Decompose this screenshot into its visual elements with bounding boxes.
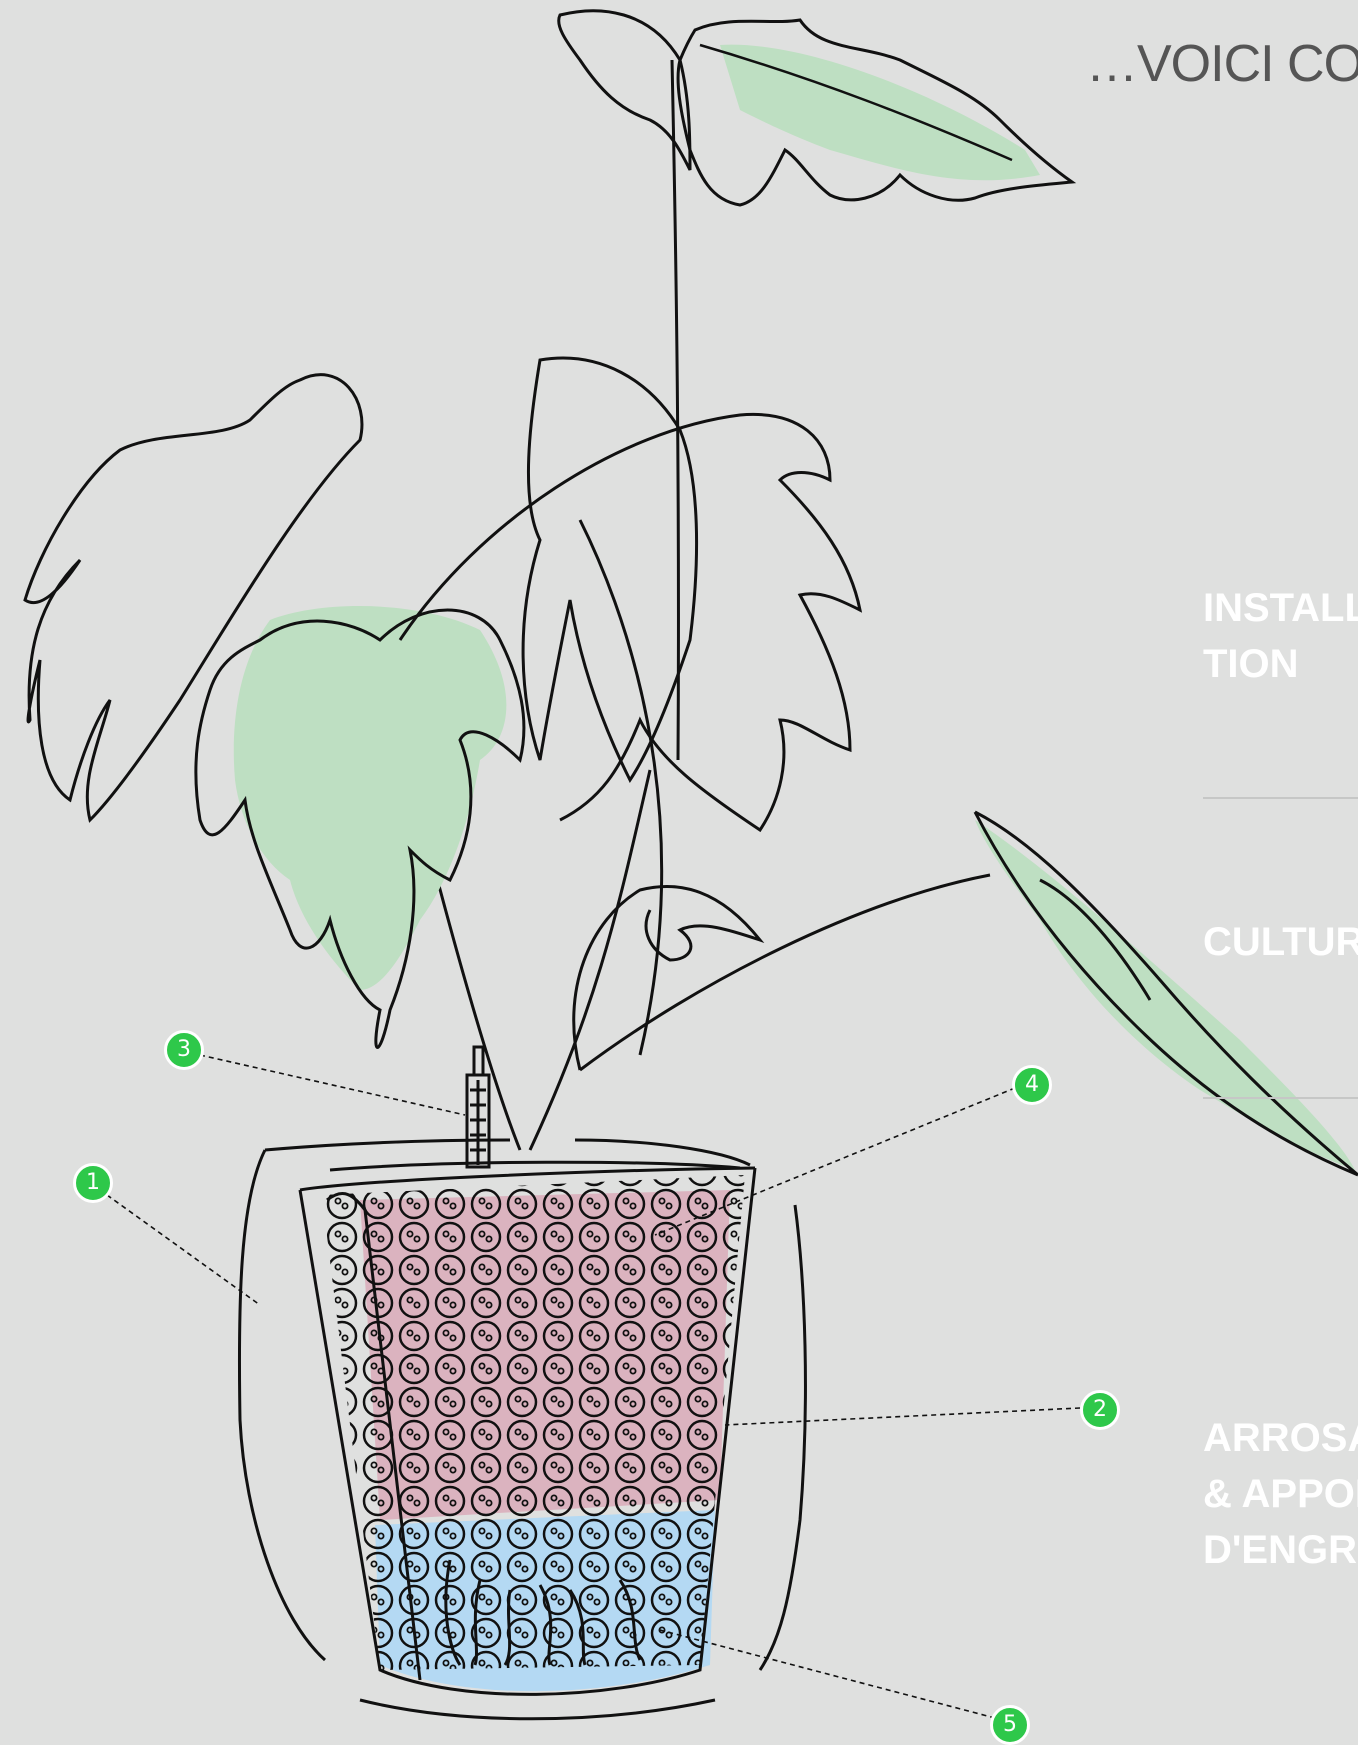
- nav-divider: [1203, 797, 1358, 799]
- page-title: …VOICI CO: [1086, 34, 1358, 94]
- nav-item-culture[interactable]: CULTUR: [1203, 914, 1358, 970]
- leaf-hanging: [975, 812, 1358, 1175]
- nav-item-arrosage[interactable]: ARROSA & APPOR D'ENGRA: [1203, 1410, 1358, 1578]
- water-level-indicator: [467, 1047, 489, 1167]
- marker-1[interactable]: 1: [73, 1163, 113, 1203]
- marker-2[interactable]: 2: [1080, 1390, 1120, 1430]
- stems: [380, 60, 990, 1150]
- marker-5[interactable]: 5: [990, 1705, 1030, 1745]
- leaf-top: [559, 11, 1072, 205]
- leaf-center: [196, 606, 524, 1047]
- nav-divider: [1203, 1097, 1358, 1099]
- marker-3[interactable]: 3: [164, 1030, 204, 1070]
- nav-item-installation[interactable]: INSTALLA TION: [1203, 580, 1358, 692]
- marker-4[interactable]: 4: [1012, 1065, 1052, 1105]
- pot: [239, 1140, 805, 1719]
- leaf-small: [574, 887, 760, 1070]
